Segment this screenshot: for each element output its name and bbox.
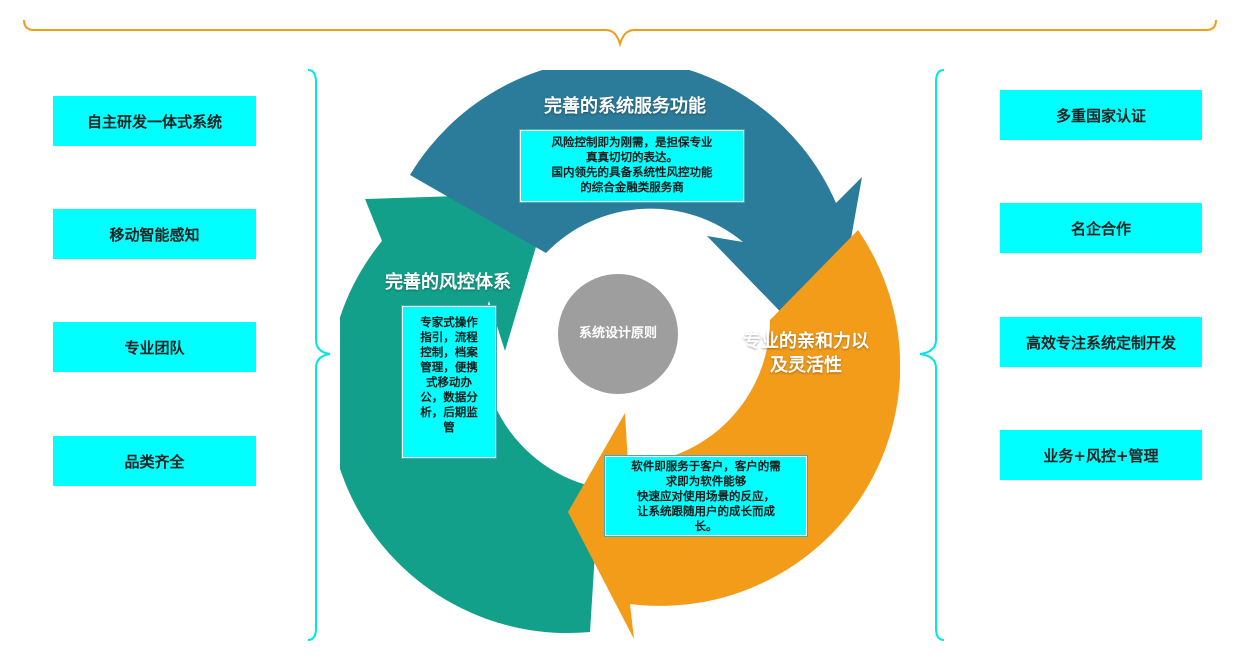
left-item-2: 移动智能感知: [53, 209, 256, 259]
top-brace: [23, 19, 1217, 48]
left-segment-text: 专家式操作 指引，流程 控制，档案 管理，便携 式移动办 公，数据分 析，后期监…: [401, 305, 497, 459]
left-brace: [307, 69, 331, 641]
center-circle: [558, 274, 678, 394]
right-item-4: 业务+风控+管理: [1000, 430, 1202, 480]
cycle-arrow-right: [568, 230, 900, 639]
center-label: 系统设计原则: [578, 326, 657, 341]
right-segment-title: 专业的亲和力以 及灵活性: [743, 331, 869, 376]
right-item-2: 名企合作: [1000, 203, 1202, 253]
top-segment-title: 完善的系统服务功能: [544, 96, 706, 117]
left-item-3: 专业团队: [53, 322, 256, 372]
right-item-3: 高效专注系统定制开发: [1000, 317, 1202, 367]
left-item-1: 自主研发一体式系统: [53, 96, 256, 146]
right-brace: [919, 69, 945, 641]
left-item-4: 品类齐全: [53, 436, 256, 486]
top-segment-text: 风险控制即为刚需，是担保专业 真真切切的表达。 国内领先的具备系统性风控功能 的…: [519, 129, 745, 203]
right-segment-text: 软件即服务于客户，客户的需 求即为软件能够 快速应对使用场景的反应， 让系统跟随…: [604, 455, 808, 537]
right-item-1: 多重国家认证: [1000, 90, 1202, 140]
left-segment-title: 完善的风控体系: [385, 272, 511, 293]
